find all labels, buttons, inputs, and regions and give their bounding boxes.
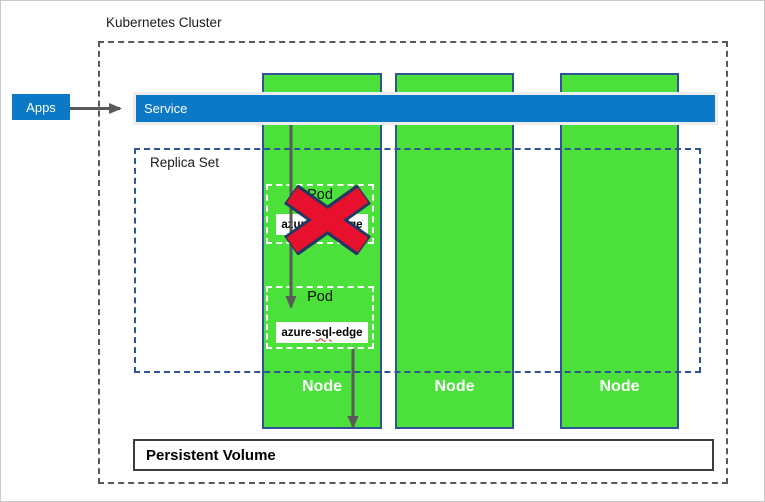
node-2-label: Node — [434, 378, 475, 395]
pod-2-name-suffix: -edge — [331, 326, 363, 339]
cluster-label: Kubernetes Cluster — [106, 15, 222, 30]
persistent-volume-label: Persistent Volume — [146, 446, 276, 464]
pod-1-name-prefix: azure- — [281, 218, 316, 231]
pod-2-label: Pod — [307, 289, 333, 305]
persistent-volume-box: Persistent Volume — [133, 439, 714, 471]
node-1-label: Node — [302, 378, 342, 395]
pod-2-name-misspelled: sql — [315, 326, 332, 339]
kubernetes-cluster-boundary — [98, 41, 728, 484]
service-label: Service — [144, 101, 188, 116]
pod-1-container-name: azure-sql-edge — [276, 214, 368, 235]
service-bar: Service — [133, 92, 718, 125]
node-3-label: Node — [599, 378, 640, 395]
pod-1-label: Pod — [307, 187, 333, 203]
pod-1: Pod azure-sql-edge — [266, 184, 374, 244]
pod-1-name-misspelled: sql — [315, 218, 332, 231]
pod-2-container-name: azure-sql-edge — [276, 322, 368, 343]
pod-2-name-prefix: azure- — [281, 326, 316, 339]
pod-2: Pod azure-sql-edge — [266, 286, 374, 349]
pod-1-name-suffix: -edge — [331, 218, 363, 231]
node-2: Node — [395, 73, 514, 429]
replica-set-label: Replica Set — [150, 155, 220, 170]
apps-box: Apps — [12, 94, 70, 120]
replica-set-boundary: Replica Set — [134, 148, 701, 373]
node-3: Node — [560, 73, 679, 429]
